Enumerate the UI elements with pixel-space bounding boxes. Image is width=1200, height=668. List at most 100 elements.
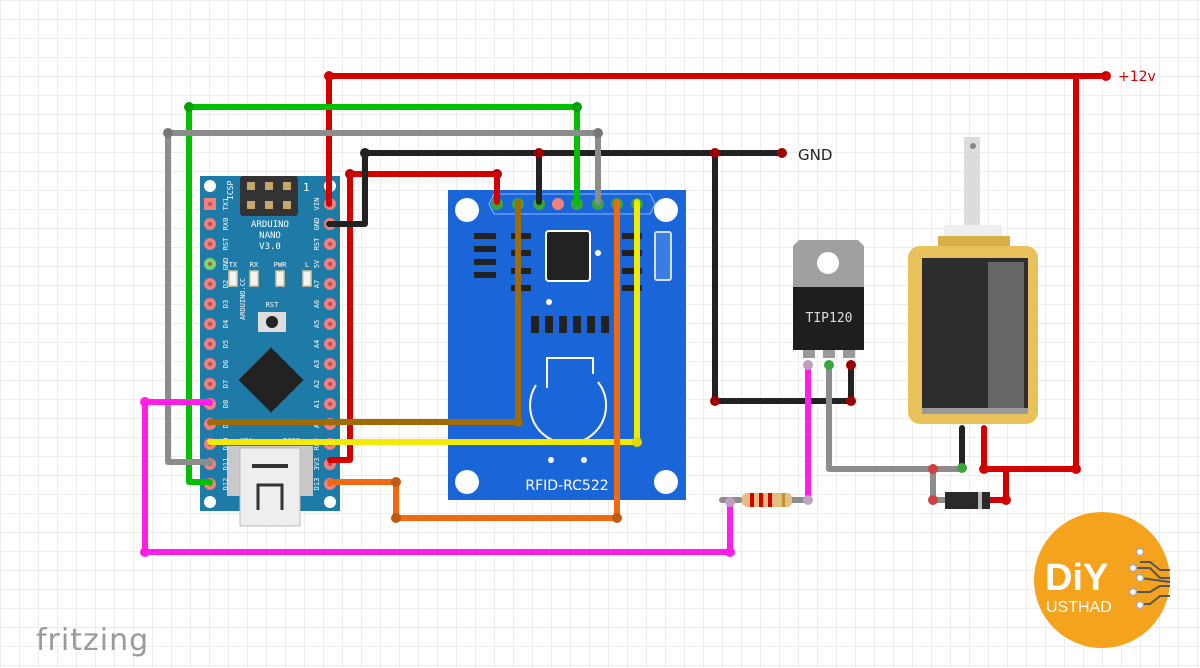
wire-endpoint[interactable]: [360, 148, 370, 158]
mount-hole: [324, 496, 336, 508]
led-label-pwr: PWR: [274, 261, 287, 269]
wire-endpoint[interactable]: [725, 547, 735, 557]
wire-endpoint[interactable]: [345, 169, 355, 179]
solenoid-lock[interactable]: [908, 137, 1038, 424]
mount-hole: [204, 496, 216, 508]
tip120-transistor[interactable]: TIP120: [793, 240, 864, 358]
diode[interactable]: [945, 492, 990, 509]
mount-hole: [654, 198, 678, 222]
transistor-label: TIP120: [806, 311, 853, 326]
wire-collector[interactable]: [826, 362, 965, 472]
band: [759, 493, 763, 507]
mount-hole: [654, 470, 678, 494]
pin-hole: [208, 322, 212, 326]
pin-hole: [328, 242, 332, 246]
wire-endpoint[interactable]: [163, 128, 173, 138]
pin-label: GND: [313, 218, 321, 231]
wire-endpoint[interactable]: [710, 148, 720, 158]
wire-endpoint[interactable]: [632, 437, 642, 447]
wire-endpoint[interactable]: [593, 128, 603, 138]
pin-hole: [328, 282, 332, 286]
pin1-marker: 1: [303, 181, 310, 194]
coil-base: [922, 408, 1028, 414]
led-label-l: L: [305, 261, 309, 269]
leg: [803, 350, 815, 358]
fritzing-logo: fritzing: [36, 623, 149, 658]
pin-hole: [208, 262, 212, 266]
rfid-rc522-module[interactable]: RFID-RC522: [448, 190, 686, 500]
wire-endpoint[interactable]: [846, 360, 856, 370]
transistor-body: [793, 287, 864, 350]
wire-endpoint[interactable]: [803, 495, 813, 505]
wire-endpoint[interactable]: [803, 360, 813, 370]
wire-endpoint[interactable]: [572, 102, 582, 112]
band: [750, 493, 754, 507]
usb-slot: [252, 464, 288, 468]
icsp-pins: [247, 182, 291, 209]
wire-endpoint[interactable]: [492, 169, 502, 179]
pin-hole: [208, 222, 212, 226]
wire-endpoint[interactable]: [324, 71, 334, 81]
wire-endpoint[interactable]: [710, 396, 720, 406]
wire-12v-diode[interactable]: [981, 466, 1009, 503]
wire-endpoint[interactable]: [140, 397, 150, 407]
rfid-pin[interactable]: [552, 198, 564, 210]
wire-endpoint[interactable]: [184, 102, 194, 112]
mount-hole: [455, 198, 479, 222]
arduino-nano[interactable]: ICSP 1 ARDUINO NANO V3.0 TX RX PWR L ARD…: [200, 176, 340, 527]
wire-endpoint[interactable]: [928, 464, 938, 474]
circuit-traces-icon: [1135, 561, 1171, 605]
pin-hole: [328, 262, 332, 266]
wire-endpoint[interactable]: [1001, 495, 1011, 505]
pin-hole: [328, 382, 332, 386]
wire-endpoint[interactable]: [725, 497, 735, 507]
wire-gnd[interactable]: [326, 150, 785, 227]
pin-label: D7: [222, 380, 230, 388]
leg: [823, 350, 835, 358]
wire-endpoint[interactable]: [846, 396, 856, 406]
tab-hole: [817, 252, 839, 274]
logo-usthad: USTHAD: [1046, 599, 1112, 616]
wire-endpoint[interactable]: [928, 495, 938, 505]
band: [768, 493, 772, 507]
status-leds: [228, 270, 312, 287]
pin-label: RST: [313, 237, 321, 250]
vcc-label: +12v: [1118, 69, 1156, 85]
pin-hole: [328, 342, 332, 346]
pin-label: D5: [222, 340, 230, 348]
plunger-collar: [944, 225, 1002, 238]
pin-label: A4: [313, 340, 321, 348]
pin-label: RST: [222, 237, 230, 250]
pin-label: VIN: [313, 198, 321, 211]
wire-endpoint[interactable]: [391, 513, 401, 523]
wire-gnd-emitter[interactable]: [712, 150, 854, 404]
nano-title-2: NANO: [259, 231, 281, 241]
wire-endpoint[interactable]: [1071, 464, 1081, 474]
wire-endpoint[interactable]: [979, 464, 989, 474]
pin-hole: [208, 382, 212, 386]
wire-endpoint[interactable]: [140, 547, 150, 557]
wire-endpoint[interactable]: [612, 513, 622, 523]
resistor[interactable]: [742, 493, 792, 507]
nano-title-1: ARDUINO: [251, 220, 289, 230]
pin-hole: [328, 322, 332, 326]
plunger-hole: [970, 143, 976, 149]
site-label: ARDUINO.CC: [239, 278, 247, 320]
rst-label: RST: [266, 301, 279, 309]
resistor-body: [742, 493, 792, 507]
pin-hole: [208, 242, 212, 246]
wire-endpoint[interactable]: [777, 148, 787, 158]
wire-endpoint[interactable]: [957, 463, 967, 473]
wire-endpoint[interactable]: [534, 148, 544, 158]
wire-endpoint[interactable]: [391, 477, 401, 487]
reset-button-cap: [266, 316, 278, 328]
wire-12v-solenoid[interactable]: [981, 73, 1079, 472]
wire-endpoint[interactable]: [824, 360, 834, 370]
wire-endpoint[interactable]: [513, 417, 523, 427]
pin-hole: [328, 302, 332, 306]
plunger: [964, 137, 980, 237]
icsp-label: ICSP: [226, 181, 235, 200]
wire-endpoint[interactable]: [1101, 71, 1111, 81]
pin-label: GND: [222, 258, 230, 271]
